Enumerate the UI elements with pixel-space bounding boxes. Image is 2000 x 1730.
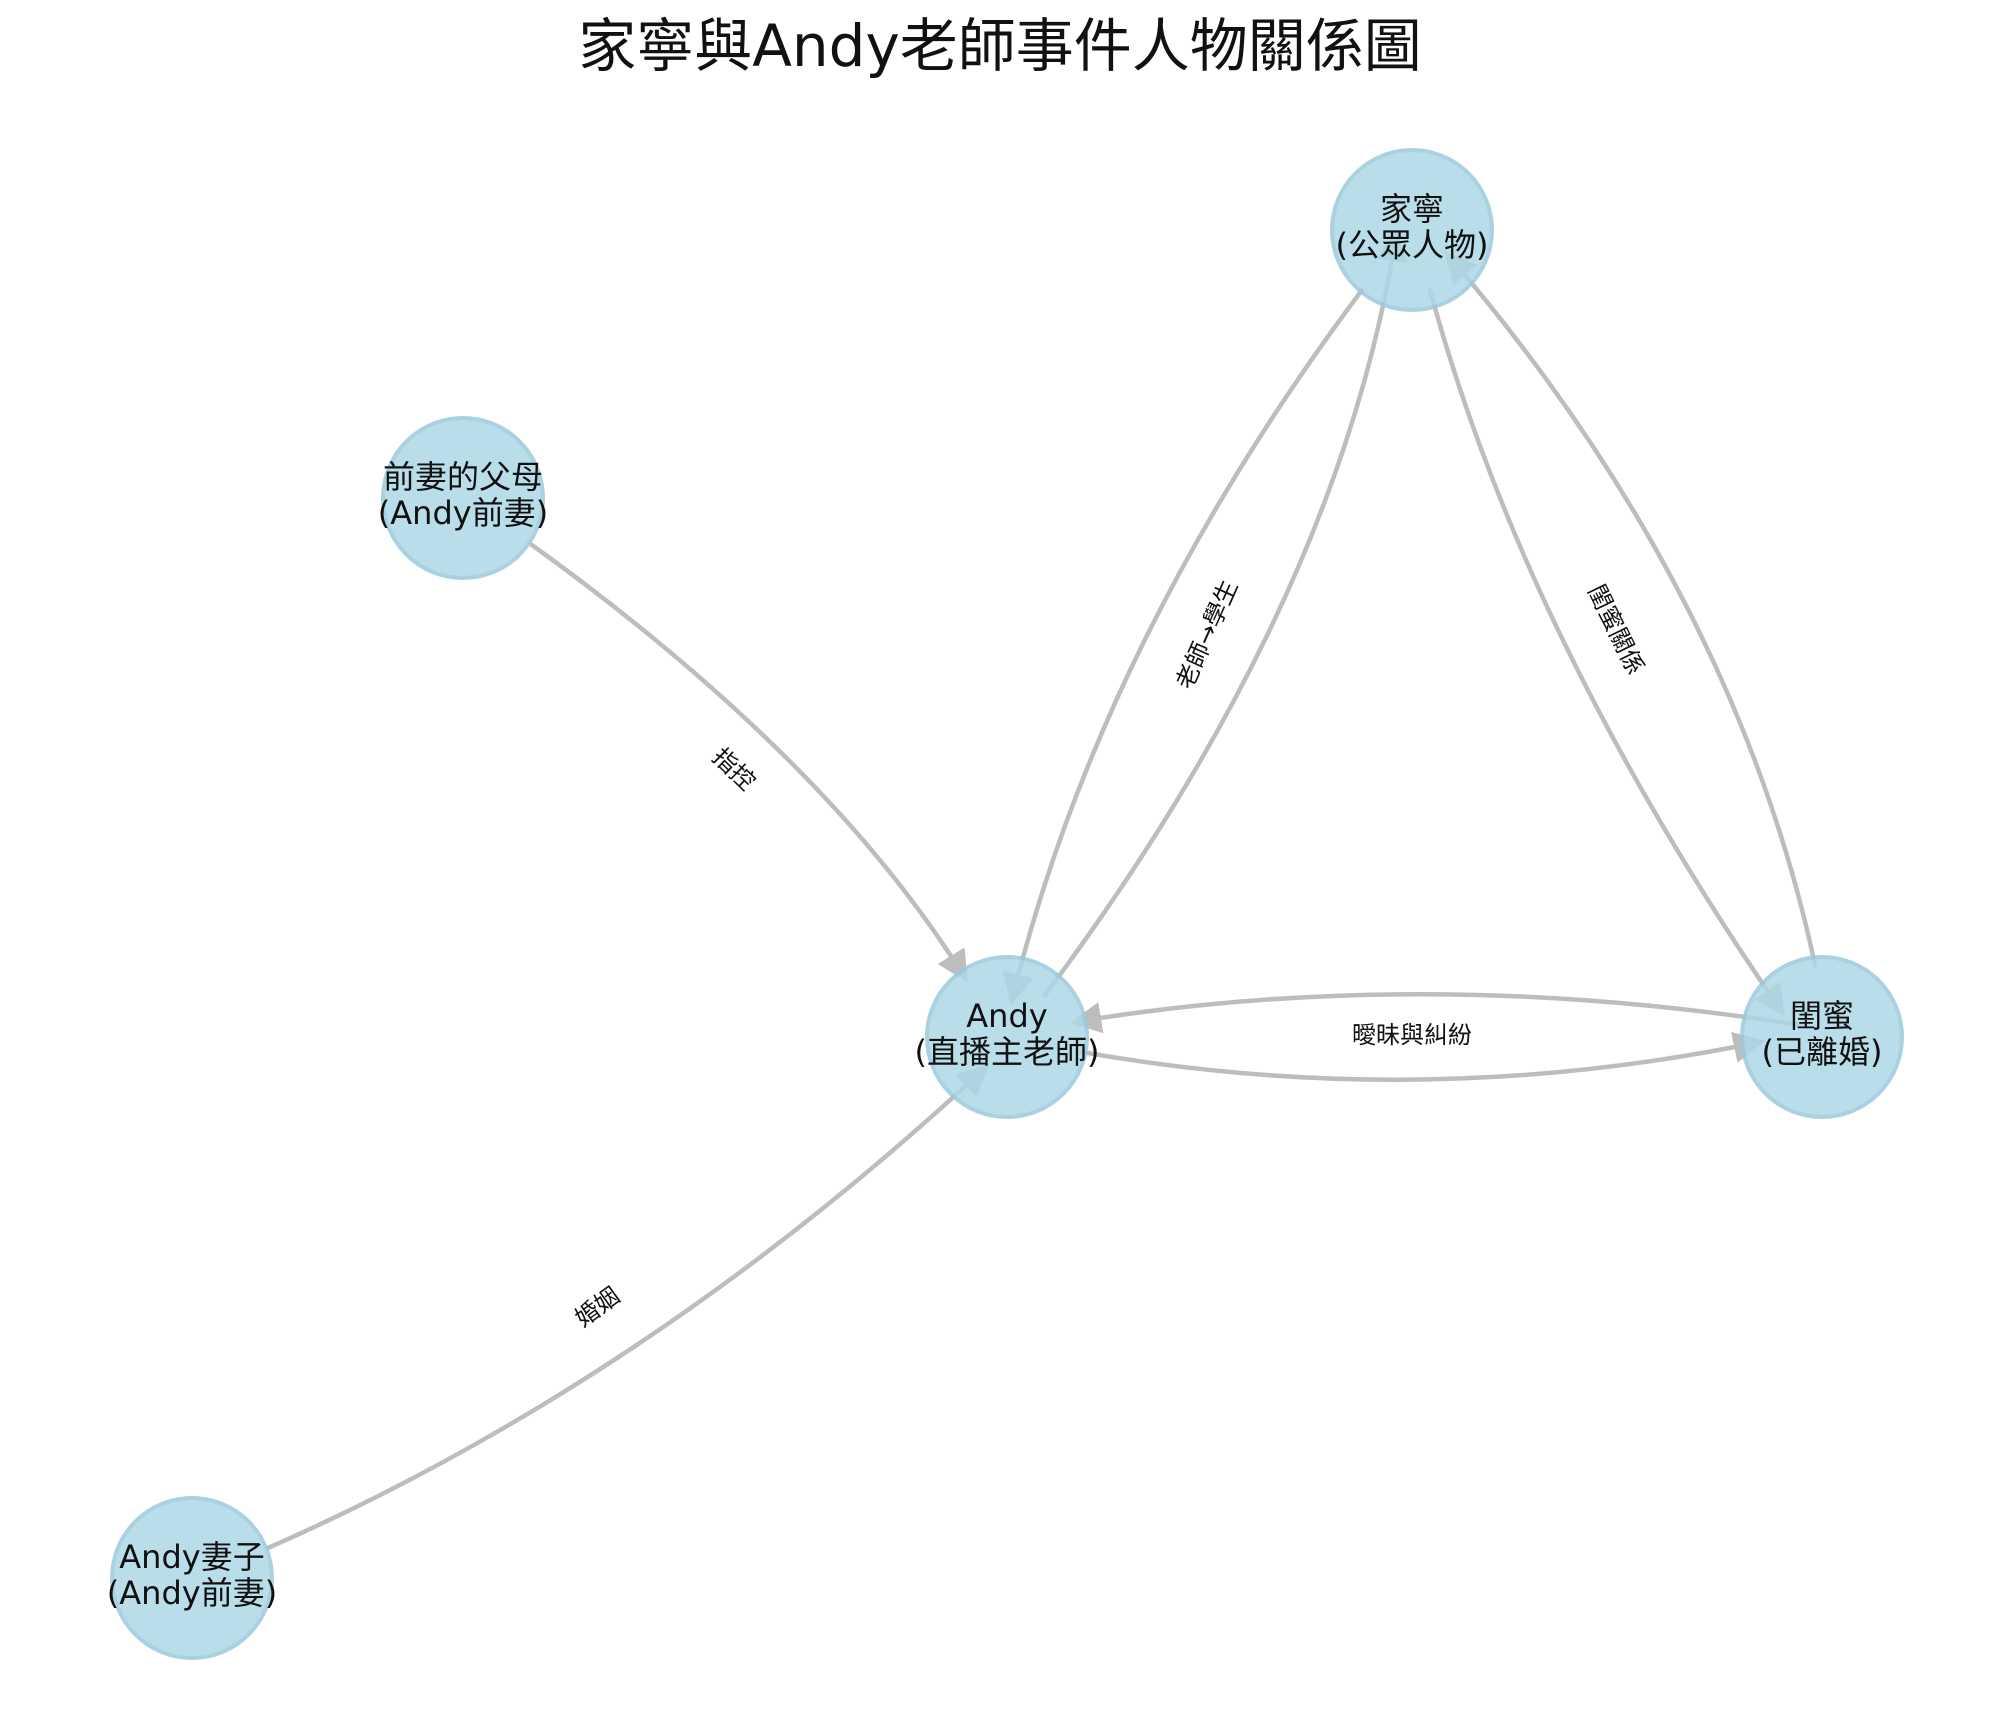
node-andy-name: Andy <box>966 997 1047 1035</box>
edge-label-layer: 老師→學生 閨蜜關係 曖昧與糾紛 指控 婚姻 <box>570 576 1650 1333</box>
edge-layer <box>265 229 1818 1551</box>
edge-jianing-to-bff <box>1427 287 1785 1017</box>
node-jianing[interactable]: 家寧 (公眾人物) <box>1330 148 1494 312</box>
node-exwife-parents-circle <box>381 416 545 580</box>
edge-label-teacher-student: 老師→學生 <box>1171 576 1244 693</box>
edge-jianing-to-andy <box>1002 287 1365 1006</box>
node-bff-name: 閨蜜 <box>1790 997 1854 1035</box>
node-andy[interactable]: Andy (直播主老師) <box>915 955 1100 1119</box>
node-bff-circle <box>1740 955 1904 1119</box>
node-jianing-circle <box>1330 148 1494 312</box>
node-exwife-parents-role: (Andy前妻) <box>378 494 548 532</box>
edge-bff-to-jianing <box>1444 251 1818 968</box>
edge-exwife-parents-to-andy <box>529 542 968 983</box>
node-bff[interactable]: 閨蜜 (已離婚) <box>1740 955 1904 1119</box>
node-andy-wife-name: Andy妻子 <box>119 1538 264 1576</box>
edge-andy-wife-to-andy <box>265 1064 989 1551</box>
node-andy-wife-circle <box>110 1496 274 1660</box>
edge-label-marriage: 婚姻 <box>570 1282 625 1333</box>
node-jianing-name: 家寧 <box>1380 190 1444 228</box>
edge-andy-to-bff <box>1079 1031 1766 1082</box>
node-andy-wife[interactable]: Andy妻子 (Andy前妻) <box>107 1496 277 1660</box>
edge-label-accusation: 指控 <box>707 743 761 796</box>
node-exwife-parents-name: 前妻的父母 <box>383 458 543 496</box>
node-andy-wife-role: (Andy前妻) <box>107 1574 277 1612</box>
edge-label-bff-relation: 閨蜜關係 <box>1582 580 1649 679</box>
edge-andy-to-jianing <box>1042 229 1408 998</box>
edge-label-ambiguous-dispute: 曖昧與糾紛 <box>1352 1021 1472 1049</box>
node-andy-role: (直播主老師) <box>915 1033 1100 1071</box>
node-layer: 家寧 (公眾人物) 閨蜜 (已離婚) Andy (直播主老師) 前妻的父母 (A… <box>107 148 1904 1660</box>
node-bff-role: (已離婚) <box>1762 1033 1883 1071</box>
node-exwife-parents[interactable]: 前妻的父母 (Andy前妻) <box>378 416 548 580</box>
node-jianing-role: (公眾人物) <box>1336 226 1489 264</box>
node-andy-circle <box>925 955 1089 1119</box>
diagram-title: 家寧與Andy老師事件人物關係圖 <box>578 12 1422 80</box>
edge-bff-to-andy <box>1069 992 1803 1034</box>
